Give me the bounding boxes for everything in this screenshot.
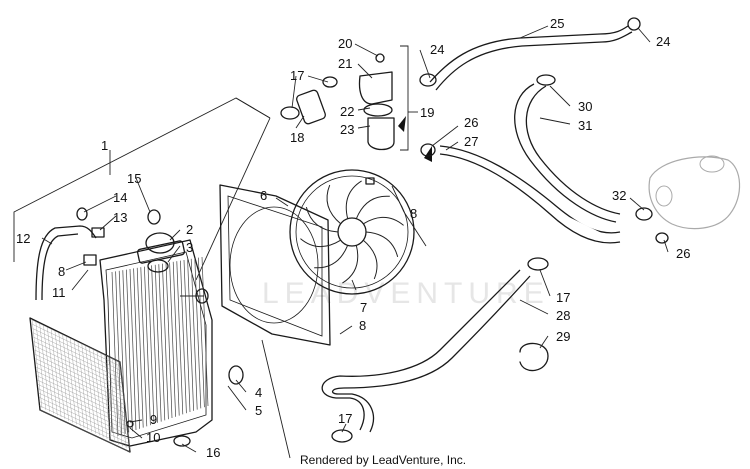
- hose-28-inner: [332, 275, 531, 433]
- callout-2: 2: [186, 222, 193, 237]
- housing-23: [367, 117, 395, 151]
- bracket-8: [83, 254, 97, 266]
- callout-12: 12: [16, 231, 30, 246]
- callout-21: 21: [338, 56, 352, 71]
- fitting-13: [91, 227, 105, 238]
- small-parts-left: [76, 207, 244, 447]
- callout-8b: 8: [359, 318, 366, 333]
- clamp-32: [635, 207, 653, 221]
- arrow-marker-19b: [424, 146, 432, 162]
- washer-16: [173, 435, 191, 447]
- callout-26a: 26: [464, 115, 478, 130]
- callout-24a: 24: [430, 42, 444, 57]
- callout-17c: 17: [338, 411, 352, 426]
- callout-8a: 8: [410, 206, 417, 221]
- lower-hose-28: [321, 257, 549, 443]
- callout-17a: 17: [290, 68, 304, 83]
- callout-8c: 8: [58, 264, 65, 279]
- callout-7: 7: [360, 300, 367, 315]
- callout-labels: 1 2 3 4 5 6 7 8 8 8 9 10 11 12 13 14 15 …: [16, 16, 690, 460]
- render-caption: Rendered by LeadVenture, Inc.: [300, 453, 466, 467]
- radiator-cap-2: [145, 232, 175, 254]
- leader-lines: [41, 25, 669, 453]
- callout-3: 3: [186, 240, 193, 255]
- clamp-17b: [322, 76, 338, 88]
- callout-30: 30: [578, 99, 592, 114]
- upper-hose: [419, 17, 641, 91]
- fan-shroud: [219, 184, 331, 346]
- callout-15: 15: [127, 171, 141, 186]
- bolt-20: [375, 53, 385, 63]
- overflow-hose-inner: [41, 233, 79, 301]
- callout-31: 31: [578, 118, 592, 133]
- clamp-17: [280, 106, 300, 120]
- callout-27: 27: [464, 134, 478, 149]
- callout-1: 1: [101, 138, 108, 153]
- clamp-24b: [627, 17, 641, 31]
- drain-plug-4: [228, 365, 244, 385]
- callout-18: 18: [290, 130, 304, 145]
- callout-17b: 17: [556, 290, 570, 305]
- callout-16: 16: [206, 445, 220, 460]
- bolt-10: [126, 420, 134, 428]
- fan-blades: [300, 180, 404, 284]
- clamp-24a: [419, 73, 437, 87]
- clamp-30: [536, 74, 556, 86]
- hose-25-inner: [435, 31, 633, 91]
- middle-hose: [420, 143, 669, 244]
- callout-14: 14: [113, 190, 127, 205]
- hose-31-inner: [525, 85, 621, 215]
- water-pump: [648, 155, 741, 230]
- thermostat-cover-21: [358, 71, 393, 105]
- callout-29: 29: [556, 329, 570, 344]
- callout-10: 10: [146, 430, 160, 445]
- callout-11: 11: [52, 285, 66, 300]
- clamp-29: [519, 342, 549, 372]
- plug-15: [147, 209, 161, 225]
- callout-4: 4: [255, 385, 262, 400]
- callout-26b: 26: [676, 246, 690, 261]
- watermark: LEADVENTURE: [262, 277, 550, 310]
- cap-14: [76, 207, 88, 221]
- callout-22: 22: [340, 104, 354, 119]
- assembly-bracket: [13, 97, 291, 459]
- callout-20: 20: [338, 36, 352, 51]
- callout-6: 6: [260, 188, 267, 203]
- callout-24b: 24: [656, 34, 670, 49]
- callout-13: 13: [113, 210, 127, 225]
- radiator-fins: [111, 256, 209, 437]
- callout-23: 23: [340, 122, 354, 137]
- callout-25: 25: [550, 16, 564, 31]
- screen-mesh: [31, 319, 131, 453]
- clamp-26b: [655, 232, 669, 244]
- callout-5: 5: [255, 403, 262, 418]
- clamp-26a: [420, 143, 436, 157]
- callout-32: 32: [612, 188, 626, 203]
- arrow-marker-19a: [398, 116, 406, 132]
- radiator: [99, 239, 213, 447]
- clamp-17d: [331, 429, 353, 443]
- thermostat-group: [358, 53, 432, 162]
- hose-27: [439, 145, 621, 234]
- thermostat-22: [363, 103, 393, 117]
- clamp-17c: [527, 257, 549, 271]
- hose-31: [514, 74, 653, 223]
- hose-27-inner: [439, 153, 621, 244]
- seal-3: [147, 259, 169, 273]
- callout-28: 28: [556, 308, 570, 323]
- callout-9: 9: [150, 412, 157, 427]
- cooling-fan: [289, 169, 415, 295]
- radiator-screen: [29, 317, 131, 453]
- fan-bolt: [365, 177, 375, 185]
- callout-19: 19: [420, 105, 434, 120]
- bracket-19: [400, 45, 409, 151]
- hose-18: [280, 76, 338, 125]
